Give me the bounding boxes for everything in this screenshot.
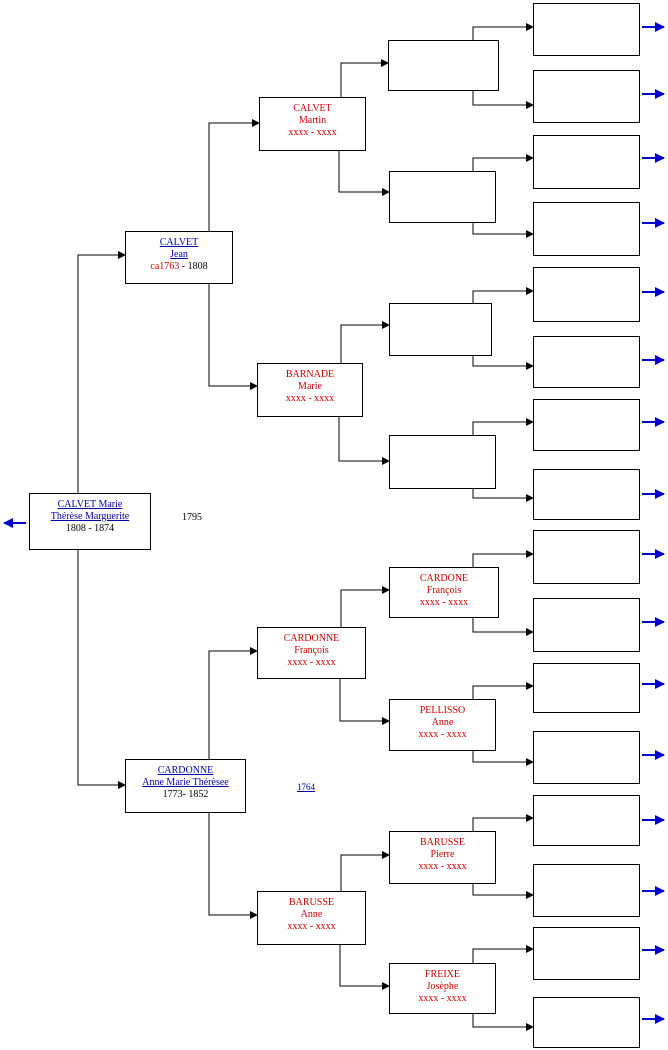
connector-ggp2-lower <box>472 223 534 238</box>
connector-gp1-ggp2 <box>338 151 390 196</box>
gp-pat-father-dates: xxxx - xxxx <box>288 127 337 138</box>
root-name-line2-link[interactable]: Thérèse Marguerite <box>50 511 130 522</box>
gp-mat-mother-dates: xxxx - xxxx <box>287 921 336 932</box>
connector-root-father <box>77 251 126 493</box>
gp-pat-mother-dates: xxxx - xxxx <box>285 393 335 404</box>
g4-box-6 <box>533 336 640 388</box>
ggp-6-box: PELLISSO Anne xxxx - xxxx <box>389 699 496 751</box>
mother-marriage-year-link[interactable]: 1764 <box>297 782 315 792</box>
connector-ggp8-lower <box>472 1014 534 1031</box>
connector-ggp2-upper <box>472 154 534 171</box>
connector-mother-gp4 <box>208 813 258 919</box>
gp-mat-father-box: CARDONNE François xxxx - xxxx <box>257 627 366 679</box>
gp-mat-mother-given: Anne <box>300 909 323 920</box>
g4-box-15 <box>533 927 640 980</box>
father-box: CALVET Jean ca1763 - 1808 <box>125 231 233 284</box>
mother-box: CARDONNE Anne Marie Thérèsee 1773- 1852 <box>125 759 246 813</box>
ggp-8-surname: FREIXE <box>425 969 460 980</box>
connector-gp4-ggp8 <box>339 945 390 990</box>
ggp-5-surname: CARDONE <box>419 573 469 584</box>
g4-box-8 <box>533 469 640 520</box>
ggp-2-empty-box <box>389 171 496 223</box>
father-birth: ca1763 <box>150 261 180 272</box>
connector-ggp4-upper <box>472 418 534 435</box>
gp-pat-mother-box: BARNADE Marie xxxx - xxxx <box>257 363 363 417</box>
connector-ggp6-upper <box>472 682 534 699</box>
g4-box-3 <box>533 135 640 189</box>
connector-gp1-ggp1 <box>340 59 389 97</box>
ggp-6-dates: xxxx - xxxx <box>418 729 467 740</box>
connector-gp2-ggp4 <box>338 417 390 465</box>
connector-ggp5-upper <box>472 550 534 567</box>
gp-pat-father-surname: CALVET <box>293 103 332 114</box>
ggp-3-empty-box <box>389 303 492 356</box>
mother-surname-link[interactable]: CARDONNE <box>157 765 214 776</box>
gp-pat-father-box: CALVET Martin xxxx - xxxx <box>259 97 366 151</box>
ggp-8-given: Josèphe <box>426 981 459 992</box>
ggp-5-box: CARDONE François xxxx - xxxx <box>389 567 499 618</box>
ggp-7-dates: xxxx - xxxx <box>418 861 467 872</box>
g4-box-1 <box>533 3 640 56</box>
connector-gp3-ggp6 <box>339 679 390 725</box>
connector-gp3-ggp5 <box>340 586 390 627</box>
g4-box-5 <box>533 267 640 322</box>
connector-father-gp1 <box>208 119 260 231</box>
gp-mat-father-dates: xxxx - xxxx <box>287 657 336 668</box>
connector-ggp7-lower <box>472 884 534 899</box>
ggp-6-given: Anne <box>431 717 454 728</box>
gp-mat-father-given: François <box>294 645 329 656</box>
connector-ggp3-upper <box>472 287 534 303</box>
connector-mother-gp3 <box>208 647 258 759</box>
g4-box-10 <box>533 598 640 652</box>
g4-box-4 <box>533 202 640 256</box>
root-name-line1-link[interactable]: CALVET Marie <box>57 499 123 510</box>
root-dates: 1808 - 1874 <box>65 523 115 534</box>
ggp-8-dates: xxxx - xxxx <box>418 993 467 1004</box>
gp-pat-mother-surname: BARNADE <box>285 369 335 380</box>
gp-mat-father-surname: CARDONNE <box>283 633 340 644</box>
ggp-1-empty-box <box>388 40 499 91</box>
connector-ggp3-lower <box>472 356 534 370</box>
connector-gp2-ggp3 <box>340 321 390 363</box>
ggp-4-empty-box <box>389 435 496 489</box>
connector-father-gp2 <box>208 284 258 390</box>
father-surname-link[interactable]: CALVET <box>159 237 199 248</box>
g4-box-9 <box>533 530 640 584</box>
connector-gp4-ggp7 <box>340 851 390 891</box>
ggp-8-box: FREIXE Josèphe xxxx - xxxx <box>389 963 496 1014</box>
connector-ggp8-upper <box>472 945 534 963</box>
connector-root-mother <box>77 550 126 789</box>
g4-box-2 <box>533 70 640 123</box>
g4-box-14 <box>533 864 640 917</box>
connector-ggp5-lower <box>472 618 534 636</box>
g4-box-7 <box>533 399 640 451</box>
connector-ggp4-lower <box>472 489 534 502</box>
gp-pat-mother-given: Marie <box>298 381 322 392</box>
ggp-7-surname: BARUSSE <box>419 837 465 848</box>
ggp-7-given: Pierre <box>430 849 455 860</box>
gp-pat-father-given: Martin <box>298 115 327 126</box>
father-date-sep: - <box>179 261 188 272</box>
ggp-7-box: BARUSSE Pierre xxxx - xxxx <box>389 831 496 884</box>
g4-box-13 <box>533 795 640 846</box>
gp-mat-mother-box: BARUSSE Anne xxxx - xxxx <box>257 891 366 945</box>
father-death: 1808 <box>187 261 208 272</box>
mother-dates: 1773- 1852 <box>162 789 209 800</box>
root-marriage-year: 1795 <box>182 512 202 523</box>
mother-given-link[interactable]: Anne Marie Thérèsee <box>142 777 229 788</box>
g4-box-16 <box>533 997 640 1048</box>
connector-ggp7-upper <box>472 814 534 831</box>
connector-ggp1-lower <box>472 91 534 109</box>
ggp-6-surname: PELLISSO <box>419 705 466 716</box>
connector-ggp6-lower <box>472 751 534 766</box>
ggp-5-dates: xxxx - xxxx <box>419 597 469 608</box>
gp-mat-mother-surname: BARUSSE <box>288 897 334 908</box>
g4-box-12 <box>533 731 640 784</box>
root-person-box: CALVET Marie Thérèse Marguerite 1808 - 1… <box>29 493 151 550</box>
connector-ggp1-upper <box>472 23 534 40</box>
g4-box-11 <box>533 663 640 713</box>
ggp-5-given: François <box>426 585 462 596</box>
father-given-link[interactable]: Jean <box>170 249 188 260</box>
